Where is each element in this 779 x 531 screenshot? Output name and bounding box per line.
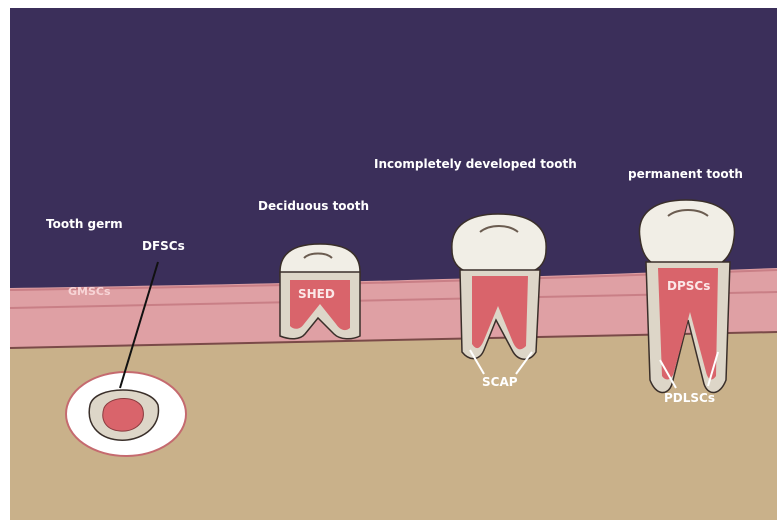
tooth-germ-label: Tooth germ [46,217,123,231]
incompletely-developed-tooth-label: Incompletely developed tooth [374,157,577,171]
tooth-germ-papilla [103,398,144,431]
pdlscs-label: PDLSCs [664,391,715,405]
permanent-tooth-label: permanent tooth [628,167,743,181]
dfscs-label: DFSCs [142,239,185,253]
scap-label: SCAP [482,375,518,389]
gmscs-label: GMSCs [68,285,111,298]
deciduous-tooth-label: Deciduous tooth [258,199,369,213]
dpscs-label: DPSCs [667,279,710,293]
incomplete-crown [452,214,546,272]
shed-label: SHED [298,287,335,301]
